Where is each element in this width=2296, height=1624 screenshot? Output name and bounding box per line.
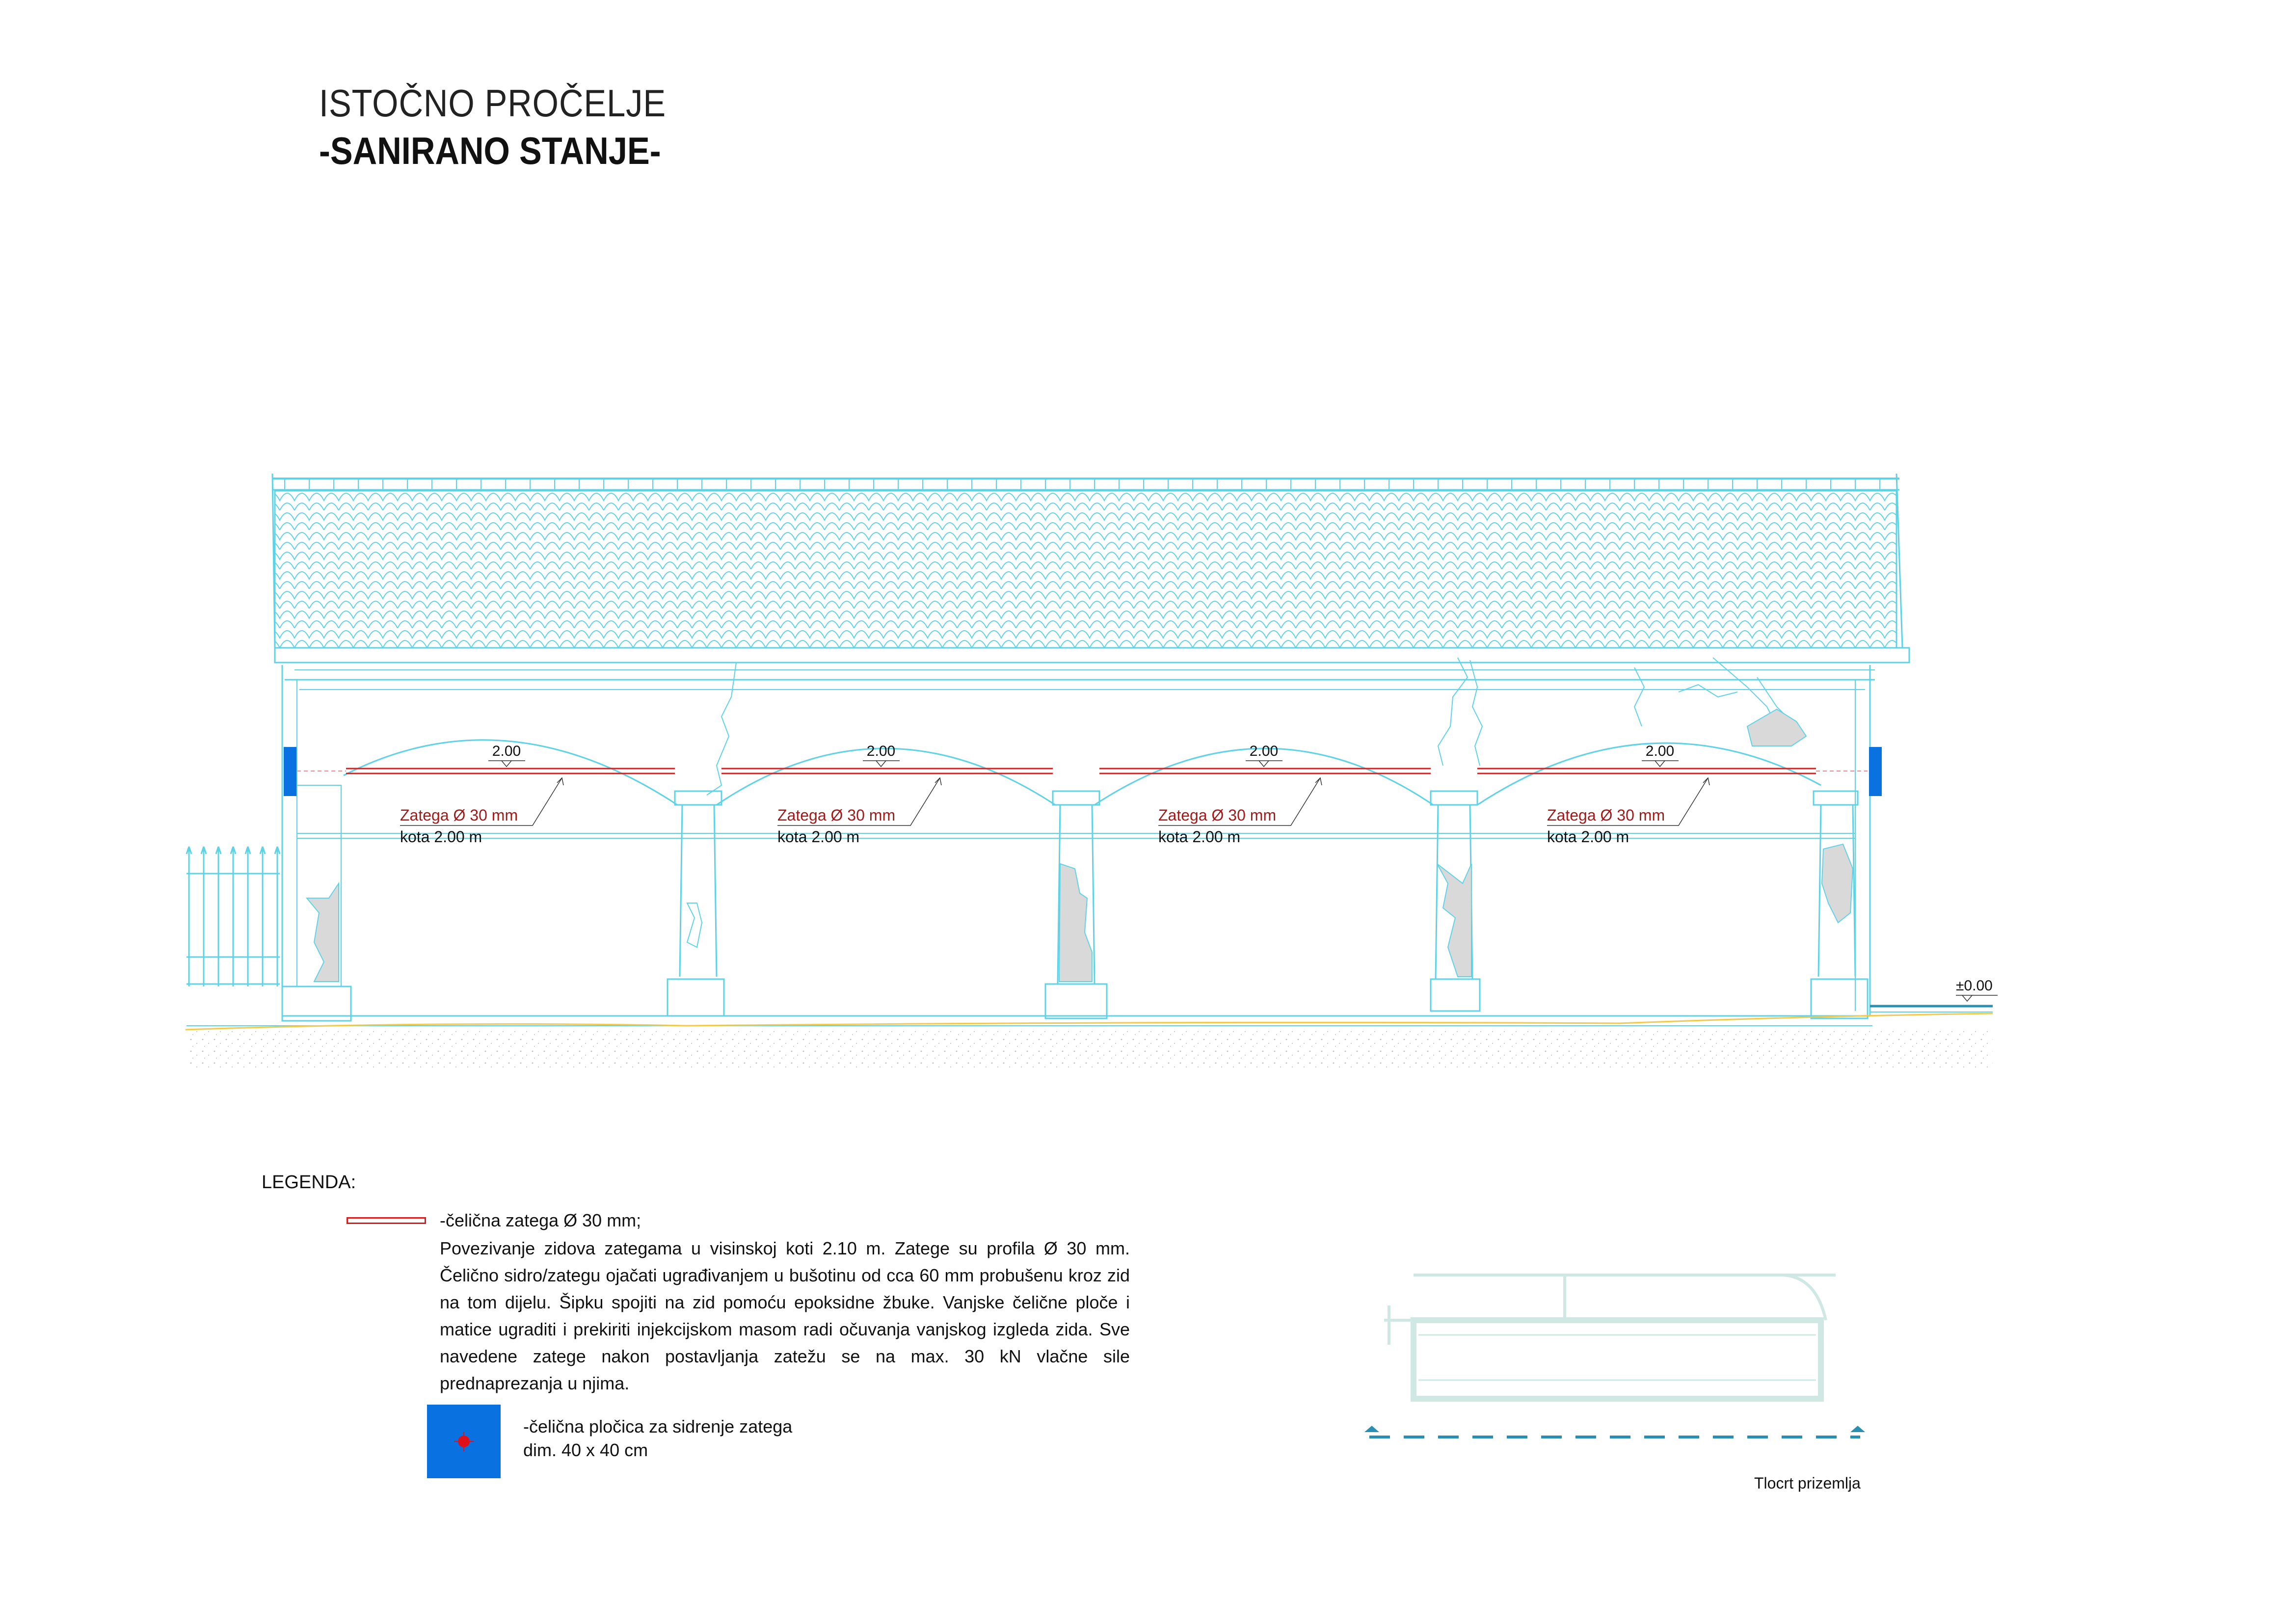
column-2-capital <box>1052 790 1100 806</box>
bay-4-dimension: 2.00 <box>1642 743 1679 768</box>
ground: ±0.00 <box>185 978 1998 1069</box>
bay-3-dimension-text: 2.00 <box>1250 743 1278 759</box>
arches <box>343 739 1821 806</box>
roof-left-edge <box>271 473 276 648</box>
ground-floor-plan <box>1364 1274 1865 1438</box>
fence-picket <box>186 846 192 986</box>
bay-3-dimension: 2.00 <box>1246 743 1282 768</box>
column-3-base <box>1430 978 1481 1012</box>
page-subtitle: -SANIRANO STANJE- <box>319 129 661 172</box>
pier-right-base <box>1810 978 1869 1019</box>
pillars <box>281 785 1869 1022</box>
roof <box>271 473 1910 670</box>
tie-rods <box>297 768 1868 774</box>
legend-title: LEGENDA: <box>262 1172 356 1193</box>
column-1-capital <box>674 790 722 806</box>
bay-4-tie-text: Zatega Ø 30 mm <box>1547 806 1665 824</box>
ground-fill <box>186 1031 1993 1069</box>
column-1-damage <box>686 903 703 948</box>
bay-2-level-text: kota 2.00 m <box>777 828 859 846</box>
bay-2-dimension-text: 2.00 <box>867 743 895 759</box>
legend-tie-symbol <box>347 1217 426 1224</box>
bay-4-tie-label: Zatega Ø 30 mm kota 2.00 m <box>1547 777 1710 846</box>
fence-picket <box>200 846 207 986</box>
pier-right-capital <box>1813 790 1859 806</box>
bay-1-dimension-text: 2.00 <box>492 743 521 759</box>
column-1-base <box>667 978 725 1017</box>
fence-picket <box>215 846 222 986</box>
bay-4-level-text: kota 2.00 m <box>1547 828 1629 846</box>
pier-left-damage <box>305 881 339 982</box>
roof-slope-edge <box>1896 473 1903 648</box>
pier-left-base <box>281 985 352 1022</box>
plan-corner <box>1781 1274 1827 1321</box>
crack-2 <box>1437 657 1468 766</box>
fence-picket <box>230 846 237 986</box>
arch-3 <box>1094 747 1434 806</box>
ridge-ticks <box>284 479 1880 490</box>
fence-picket <box>274 846 281 986</box>
bay-2-tie-label: Zatega Ø 30 mm kota 2.00 m <box>777 777 942 846</box>
legend-plate-symbol <box>427 1405 501 1478</box>
bay-2-tie-text: Zatega Ø 30 mm <box>777 806 895 824</box>
legend-tie-title: -čelična zatega Ø 30 mm; <box>440 1210 641 1230</box>
roof-tiles <box>274 490 1897 649</box>
pier-right-damage <box>1821 843 1854 924</box>
ground-level-text: ±0.00 <box>1956 978 1993 994</box>
eave-beam <box>274 647 1910 664</box>
ground-line <box>185 1012 1993 1031</box>
bay-3-tie-text: Zatega Ø 30 mm <box>1158 806 1276 824</box>
column-3-damage <box>1437 863 1472 977</box>
crack-6 <box>1678 684 1738 698</box>
arch-4 <box>1477 742 1821 806</box>
bay-4-dimension-text: 2.00 <box>1646 743 1674 759</box>
bay-3-level-text: kota 2.00 m <box>1158 828 1240 846</box>
fence-picket <box>259 846 266 986</box>
plan-outline <box>1411 1317 1824 1402</box>
column-2-base <box>1044 983 1108 1019</box>
fence-picket <box>244 846 251 986</box>
plan-caption: Tlocrt prizemlja <box>1754 1474 1861 1492</box>
crack-1 <box>706 662 737 796</box>
plan-section-arrow-left <box>1364 1426 1379 1432</box>
fence <box>186 846 281 986</box>
legend-tie-description: Povezivanje zidova zategama u visinskoj … <box>440 1238 1130 1393</box>
crack-4 <box>1633 667 1645 727</box>
anchor-plate-right <box>1869 747 1882 796</box>
arch-2 <box>716 747 1056 806</box>
spalled-area <box>1746 708 1807 746</box>
column-3-capital <box>1430 790 1478 806</box>
anchor-plate-left <box>284 747 296 796</box>
bay-1-dimension: 2.00 <box>488 743 525 768</box>
crack-3 <box>1469 660 1483 766</box>
pier-right-shaft <box>1817 804 1856 977</box>
arcade-wall <box>187 665 1875 1026</box>
bay-1-level-text: kota 2.00 m <box>400 828 482 846</box>
legend-plate-dimension: dim. 40 x 40 cm <box>523 1440 648 1460</box>
bay-1-tie-text: Zatega Ø 30 mm <box>400 806 518 824</box>
column-2-shaft <box>1057 804 1095 985</box>
bay-3-tie-label: Zatega Ø 30 mm kota 2.00 m <box>1158 777 1322 846</box>
column-2-damage <box>1058 863 1093 982</box>
cracks <box>706 657 1807 796</box>
bay-2-dimension: 2.00 <box>863 743 900 768</box>
arch-1 <box>343 739 678 806</box>
page-title: ISTOČNO PROČELJE <box>319 81 666 125</box>
column-1-shaft <box>679 804 718 977</box>
legend-plate-title: -čelična pločica za sidrenje zatega <box>523 1416 793 1437</box>
bay-1-tie-label: Zatega Ø 30 mm kota 2.00 m <box>400 777 564 846</box>
plan-section-arrow-right <box>1850 1426 1865 1432</box>
